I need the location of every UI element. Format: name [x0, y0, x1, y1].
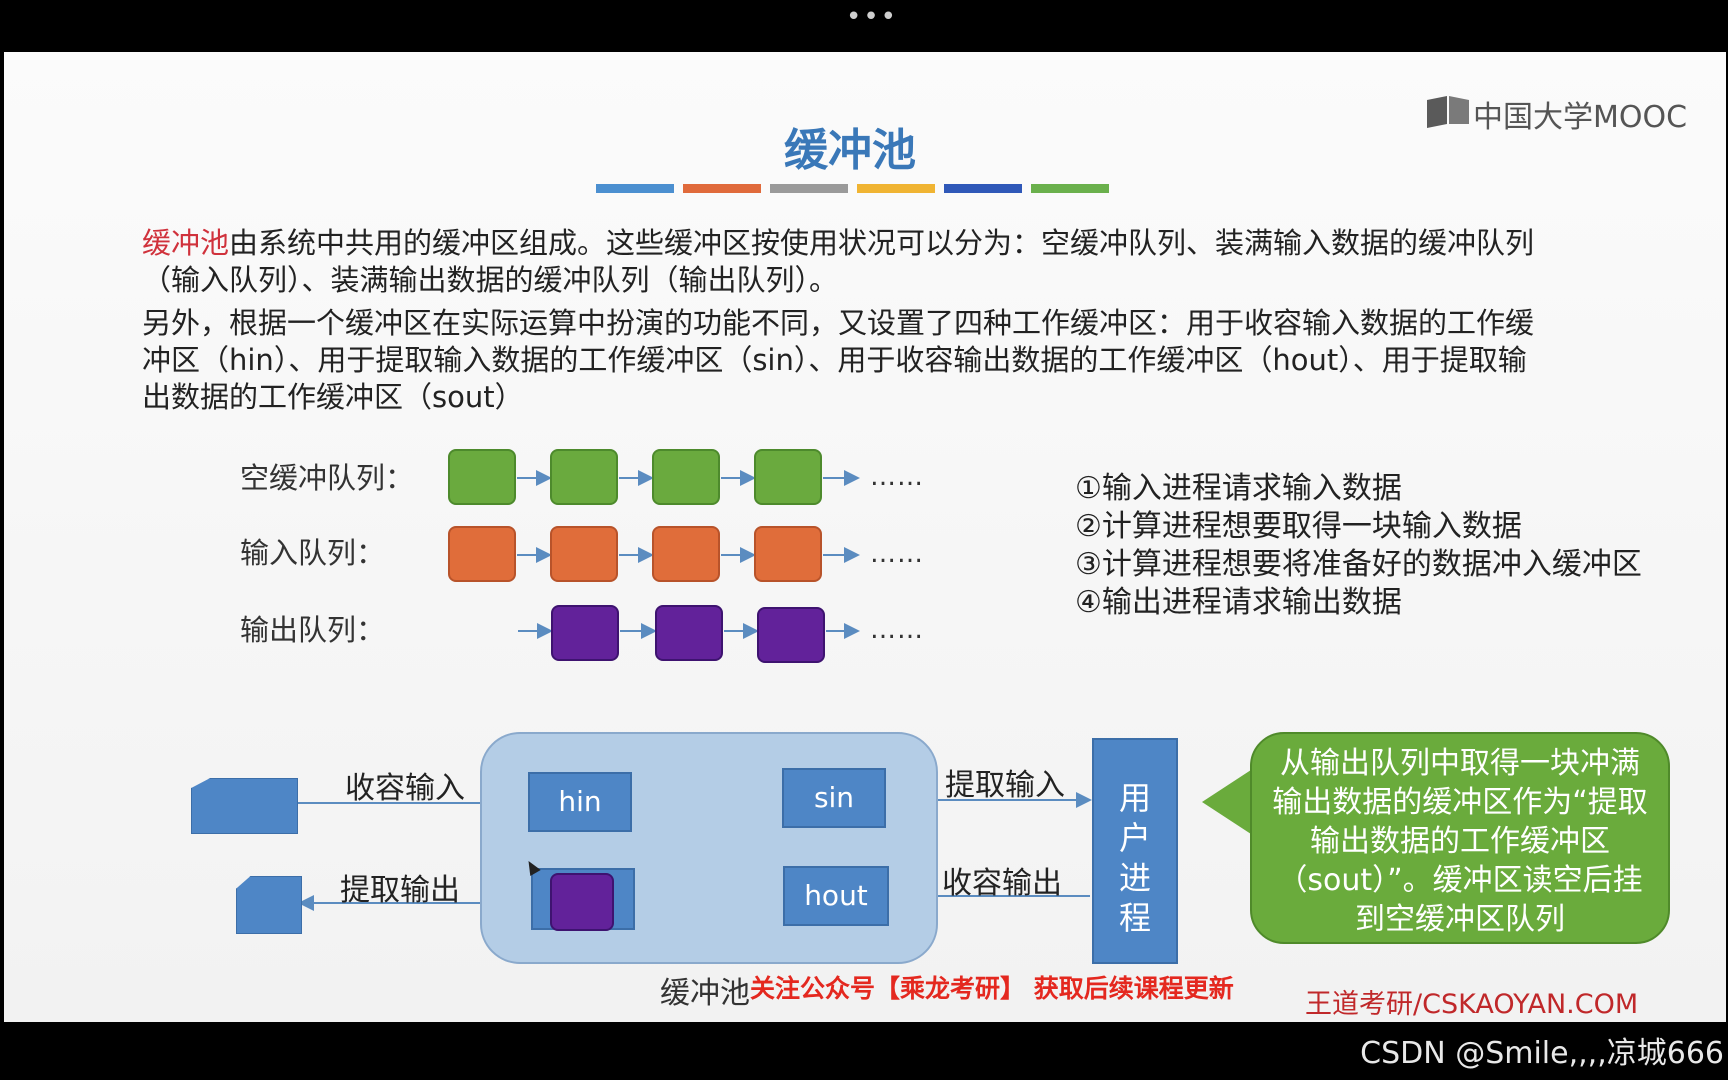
video-bottom-bar — [0, 1022, 1728, 1080]
term-highlight: 缓冲池 — [142, 226, 230, 260]
collect-input-label: 收容输入 — [345, 771, 465, 806]
input-device — [191, 778, 298, 834]
output-queue-ellipsis: …… — [870, 615, 924, 645]
empty-buffer — [754, 449, 822, 505]
more-menu-icon[interactable]: ••• — [846, 2, 899, 32]
logo-text: 中国大学MOOC — [1473, 100, 1688, 135]
step-item: ①输入进程请求输入数据 — [1075, 471, 1402, 506]
empty-buffer — [448, 449, 516, 505]
stripe-2 — [683, 184, 761, 193]
promo-banner: 关注公众号【乘龙考研】 获取后续课程更新 — [750, 974, 1234, 1003]
process-char: 户 — [1118, 819, 1151, 857]
process-char: 用 — [1118, 779, 1151, 817]
step-item: ④输出进程请求输出数据 — [1075, 585, 1402, 620]
definition-text: 由系统中共用的缓冲区组成。这些缓冲区按使用状况可以分为：空缓冲队列、装满输入数据… — [142, 226, 1535, 297]
empty-buffer — [550, 449, 618, 505]
stripe-4 — [857, 184, 935, 193]
empty-queue-ellipsis: …… — [870, 462, 924, 492]
stripe-1 — [596, 184, 674, 193]
input-buffer — [550, 526, 618, 582]
output-buffer — [655, 605, 723, 661]
slide-title: 缓冲池 — [784, 125, 916, 176]
stripe-3 — [770, 184, 848, 193]
output-queue-label: 输出队列： — [240, 613, 386, 647]
fetch-output-label: 提取输出 — [340, 873, 460, 908]
input-buffer — [652, 526, 720, 582]
input-buffer — [448, 526, 516, 582]
input-queue-label: 输入队列： — [240, 536, 386, 570]
empty-queue-label: 空缓冲队列： — [240, 461, 415, 495]
hin-buffer: hin — [528, 772, 632, 832]
input-queue-ellipsis: …… — [870, 539, 924, 569]
empty-buffer — [652, 449, 720, 505]
sout-callout: 从输出队列中取得一块冲满输出数据的缓冲区作为“提取输出数据的工作缓冲区（sout… — [1250, 732, 1670, 944]
step-item: ②计算进程想要取得一块输入数据 — [1075, 509, 1522, 544]
fetch-input-label: 提取输入 — [945, 768, 1065, 803]
collect-output-label: 收容输出 — [942, 866, 1062, 901]
hout-buffer: hout — [783, 866, 889, 926]
sin-buffer: sin — [782, 768, 886, 828]
input-buffer — [754, 526, 822, 582]
definition-paragraph: 缓冲池由系统中共用的缓冲区组成。这些缓冲区按使用状况可以分为：空缓冲队列、装满输… — [142, 225, 1542, 299]
work-buffers-paragraph: 另外，根据一个缓冲区在实际运算中扮演的功能不同，又设置了四种工作缓冲区：用于收容… — [142, 306, 1535, 414]
step-item: ③计算进程想要将准备好的数据冲入缓冲区 — [1075, 547, 1642, 582]
footer-source: 王道考研/CSKAOYAN.COM — [1305, 989, 1639, 1020]
pool-caption: 缓冲池 — [660, 976, 750, 1011]
stripe-5 — [944, 184, 1022, 193]
sout-output-buffer — [550, 873, 614, 931]
steps-list: ①输入进程请求输入数据 ②计算进程想要取得一块输入数据 ③计算进程想要将准备好的… — [1075, 470, 1642, 622]
video-top-bar: ••• — [0, 0, 1728, 52]
csdn-watermark: CSDN @Smile,,,,凉城666 — [1360, 1036, 1724, 1071]
process-char: 进 — [1118, 859, 1151, 897]
book-logo-icon — [1427, 96, 1469, 128]
output-device — [236, 876, 302, 934]
callout-pointer — [1202, 768, 1254, 836]
user-process: 用 户 进 程 — [1092, 738, 1178, 964]
output-buffer — [757, 607, 825, 663]
process-char: 程 — [1118, 899, 1151, 937]
stripe-6 — [1031, 184, 1109, 193]
output-buffer — [551, 605, 619, 661]
